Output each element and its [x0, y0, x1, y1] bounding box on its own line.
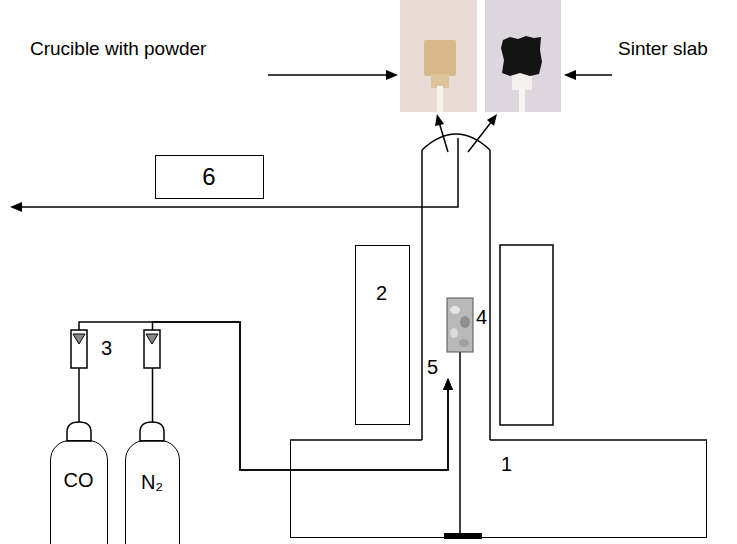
sample-texture [450, 306, 460, 314]
flow-meter-float [73, 334, 85, 344]
crucible-body [424, 40, 456, 76]
crucible-rod [437, 86, 443, 112]
furnace-housing: 1 [290, 440, 707, 538]
heating-element: 2 [355, 245, 410, 425]
arrowhead [487, 114, 497, 126]
callout-number: 4 [476, 306, 487, 329]
arrowhead [435, 114, 444, 126]
photo-label: Crucible with powder [30, 38, 206, 60]
arrowhead [10, 202, 22, 212]
photo-label: Sinter slab [618, 38, 708, 60]
pointer-line [570, 74, 612, 76]
arrowhead-to [443, 378, 453, 390]
gas-line [153, 322, 449, 470]
node-text: 2 [376, 282, 387, 305]
arrowhead-to [443, 378, 453, 390]
arrowhead [564, 70, 576, 80]
gas-cylinder: CO [50, 440, 108, 544]
rod-stand [444, 533, 482, 539]
sinter-photo [485, 0, 561, 112]
flow-meter [144, 330, 160, 368]
cylinder-valve [67, 422, 91, 441]
node-text: N₂ [141, 471, 163, 494]
tube-wall [489, 150, 491, 440]
sinter-slab [501, 36, 542, 76]
exhaust-line [20, 138, 458, 207]
holder-rod [459, 352, 461, 536]
node-text: 6 [202, 163, 215, 191]
flow-meter-float [146, 334, 158, 344]
flow-meter [71, 330, 87, 368]
tube-cap [422, 134, 490, 150]
sample-texture [459, 339, 469, 347]
tube-wall [421, 150, 423, 440]
callout-number: 5 [427, 356, 438, 379]
pointer-line [468, 121, 492, 152]
sample [447, 298, 473, 352]
heating-element [500, 245, 553, 425]
cylinder-valve [140, 422, 164, 441]
crucible-photo [400, 0, 477, 112]
pointer-line [268, 74, 392, 76]
gas-line [79, 322, 448, 470]
node-text: 1 [501, 453, 512, 476]
crucible-neck [431, 74, 449, 88]
sample-texture [450, 328, 458, 338]
sinter-rod [519, 88, 525, 112]
process-box: 6 [155, 155, 264, 199]
arrowhead [386, 70, 398, 80]
sample-texture [460, 316, 470, 328]
gas-cylinder: N₂ [125, 440, 180, 544]
callout-number: 3 [101, 337, 112, 360]
node-text: CO [64, 469, 94, 492]
